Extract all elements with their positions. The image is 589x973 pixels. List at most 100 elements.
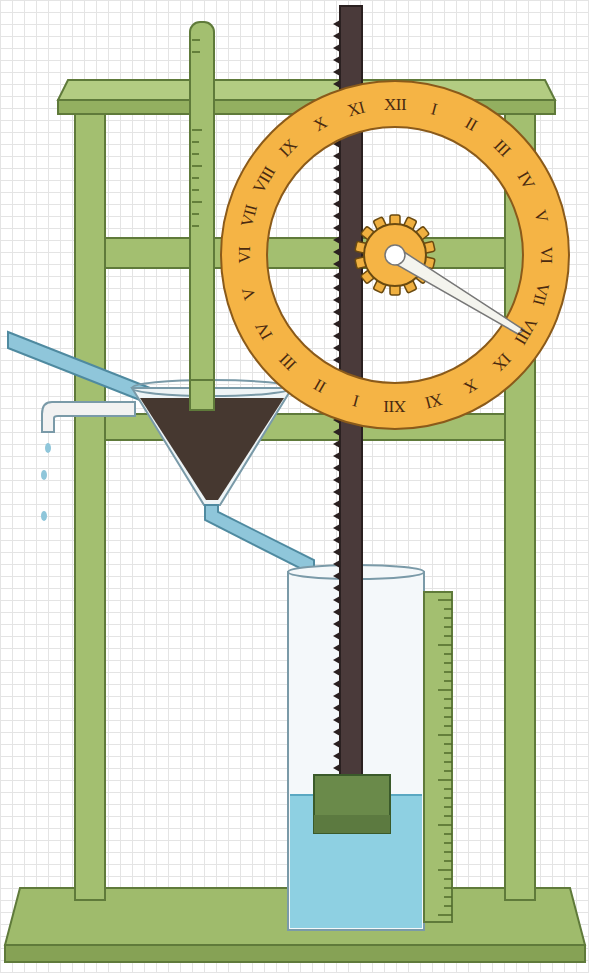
scale-tick [444, 671, 452, 673]
scale-tick [438, 689, 452, 691]
rack-tooth [333, 668, 340, 676]
rack-tooth [333, 452, 340, 460]
rack-tooth [333, 752, 340, 760]
scale-tick [444, 815, 452, 817]
left-post [75, 100, 105, 900]
rack-tooth [333, 620, 340, 628]
dial-ring [244, 104, 546, 406]
top-plate [58, 80, 555, 100]
rack-tooth [333, 356, 340, 364]
base-edge [5, 945, 585, 962]
scale-tick [444, 662, 452, 664]
funnel-contents [140, 398, 284, 500]
rack-tooth [333, 344, 340, 352]
scale-tick [444, 743, 452, 745]
dial-numeral: III [490, 137, 513, 160]
scale-tick [444, 698, 452, 700]
dial-numeral: X [461, 375, 480, 396]
rack-tooth [333, 464, 340, 472]
dial-numeral: V [239, 286, 258, 302]
inflow-pipe [8, 332, 150, 404]
rack-tooth [333, 296, 340, 304]
dial-numeral: VIII [250, 163, 278, 195]
dial-numeral: I [351, 392, 360, 410]
rack-tooth [333, 488, 340, 496]
rack-tooth [333, 320, 340, 328]
rack-tooth [333, 704, 340, 712]
scale-tick [438, 644, 452, 646]
float-rod [190, 380, 214, 410]
scale-tick [438, 824, 452, 826]
rack-tooth [333, 596, 340, 604]
rack-tooth [333, 644, 340, 652]
scale-tick [444, 842, 452, 844]
scale-tick [444, 707, 452, 709]
rack-tooth [333, 200, 340, 208]
rack-tooth [333, 32, 340, 40]
rack-tooth [333, 632, 340, 640]
rack-tooth [333, 476, 340, 484]
scale-bar [424, 592, 452, 922]
scale-tick [438, 869, 452, 871]
dial-numeral: IV [253, 319, 276, 342]
hand-hub [385, 245, 405, 265]
rack-tooth [333, 536, 340, 544]
dial-numeral: XI [424, 390, 445, 411]
rack-tooth [333, 308, 340, 316]
dial-numeral: VI [538, 247, 555, 264]
crossbar [105, 238, 505, 268]
scale-tick [444, 806, 452, 808]
scale-tick [444, 626, 452, 628]
rack-tooth [333, 80, 340, 88]
dial-numeral: XI [346, 99, 367, 120]
rack-tooth [333, 260, 340, 268]
dial-numeral: XII [384, 398, 406, 415]
rack-tooth [333, 608, 340, 616]
rack-tooth [333, 212, 340, 220]
rack-tooth [333, 68, 340, 76]
dial-numeral: VIII [512, 314, 540, 346]
scale-tick [444, 788, 452, 790]
rack-tooth [333, 176, 340, 184]
rack-tooth [333, 164, 340, 172]
dial-numeral: V [531, 208, 550, 224]
rack-tooth [333, 764, 340, 772]
scale-tick [444, 617, 452, 619]
gear [355, 215, 435, 295]
dial-inner-edge [267, 127, 523, 383]
rack-tooth [333, 332, 340, 340]
scale-tick [444, 716, 452, 718]
scale-tick [438, 734, 452, 736]
rack-tooth [333, 248, 340, 256]
dial-numeral: VII [530, 281, 552, 307]
scale-tick [444, 635, 452, 637]
scale-tick [438, 779, 452, 781]
float-rod [190, 22, 214, 420]
rack-tooth [333, 272, 340, 280]
scale-tick [444, 770, 452, 772]
dial-numeral: IV [514, 168, 537, 191]
rack-tooth [333, 524, 340, 532]
rack-tooth [333, 680, 340, 688]
drips [41, 443, 51, 521]
scale-tick [444, 905, 452, 907]
scale-tick [444, 608, 452, 610]
dial-numeral: II [462, 114, 479, 134]
rod-scale [192, 40, 202, 226]
rack-tooth [333, 656, 340, 664]
scale-tick [444, 761, 452, 763]
rack-tooth [333, 500, 340, 508]
dial-numeral: XII [384, 96, 406, 113]
rack-tooth [333, 716, 340, 724]
scale-tick [444, 860, 452, 862]
rack-tooth [333, 236, 340, 244]
dial-numeral: III [277, 350, 300, 373]
rack-tooth [333, 284, 340, 292]
float-shadow [314, 815, 390, 833]
rack-tooth [333, 188, 340, 196]
scale-tick [444, 725, 452, 727]
dial-numeral: VI [236, 247, 253, 264]
dial-numeral: IX [490, 350, 514, 374]
rack-tooth [333, 440, 340, 448]
